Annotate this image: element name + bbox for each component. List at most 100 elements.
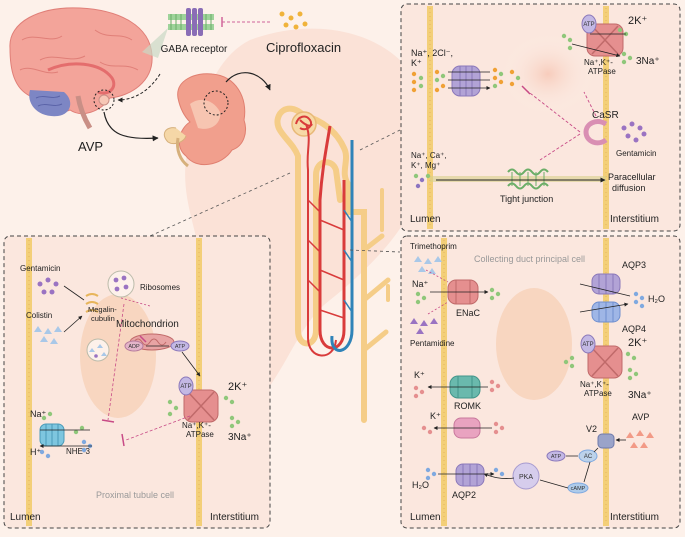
cd-na-label: Na⁺	[412, 279, 429, 289]
aqp2-label: AQP2	[452, 490, 476, 500]
aqp4-channel-icon	[591, 301, 621, 323]
pt-2k-label: 2K⁺	[228, 381, 247, 393]
kidney-to-nephron-arrow	[225, 72, 271, 91]
adp-label: ADP	[128, 344, 140, 350]
tal-atpase-dots	[561, 27, 633, 65]
pentamidine-label: Pentamidine	[410, 339, 455, 348]
tal-atpase-arrows	[571, 33, 626, 56]
enac-inhibition-lines	[425, 269, 449, 315]
nephron-highlight-circle	[203, 90, 229, 116]
romk-k-label: K⁺	[414, 370, 425, 380]
trimethoprim-label: Trimethoprim	[410, 242, 457, 251]
cd-na-k-atpase-icon	[580, 334, 623, 379]
enac-dots	[415, 287, 501, 305]
colistin-label: Colistin	[26, 311, 52, 320]
mitochondrion-label: Mitochondrion	[116, 319, 179, 330]
k-channel-dots	[421, 421, 505, 435]
casr-inhibition-lines	[525, 89, 597, 161]
nhe3-exchange-arrows	[40, 429, 92, 446]
proximal-tubule-cell-label: Proximal tubule cell	[96, 490, 174, 500]
tal-na-k-atpase-icon	[581, 14, 624, 57]
cd-atp-molecule-icon	[546, 450, 566, 462]
aqp4-label: AQP4	[622, 324, 646, 334]
megalin-line2: cubulin	[91, 314, 115, 323]
nkcc2-transport-arrows	[448, 71, 490, 88]
cd-h2o-label: H₂O	[412, 480, 429, 490]
gaba-receptor-label: GABA receptor	[161, 44, 228, 55]
panel-collecting-duct	[400, 235, 681, 529]
pt-na-label: Na⁺	[30, 409, 47, 419]
pka-label: PKA	[519, 474, 533, 481]
tal-atpase-line1: Na⁺,K⁺-	[584, 58, 613, 67]
cd-atpase-line1: Na⁺,K⁺-	[580, 380, 609, 389]
para-ions-line2: K⁺, Mg⁺	[411, 161, 440, 170]
para-ion-dots	[413, 173, 431, 189]
cd-atp-label: ATP	[582, 342, 593, 348]
ciprofloxacin-molecules-icon	[279, 11, 308, 30]
v2-signaling-arrows	[484, 447, 599, 489]
pt-atpase-line1: Na⁺,K⁺-	[182, 421, 211, 430]
cd-interstitium-label: Interstitium	[610, 512, 659, 523]
cd-atp-molecule-label: ATP	[551, 454, 562, 460]
romk-label: ROMK	[454, 401, 481, 411]
panel-thick-ascending-limb	[400, 3, 681, 232]
nhe3-exchanger-icon	[39, 423, 65, 447]
pka-enzyme-icon	[512, 462, 540, 490]
pt-na-k-atpase-icon	[178, 376, 219, 423]
zoom-connector-lines	[149, 129, 401, 253]
paracellular-line2: diffusion	[612, 183, 645, 193]
tal-atpase-line2: ATPase	[588, 67, 616, 76]
tal-gentamicin-molecules-icon	[621, 121, 647, 143]
adp-molecule-icon	[124, 340, 144, 352]
tal-ions-line2: K⁺	[411, 58, 422, 68]
avp-main-label: AVP	[78, 139, 103, 154]
pt-atpase-dots	[167, 395, 241, 429]
tal-2k-label: 2K⁺	[628, 15, 647, 27]
aqp-water-arrows	[579, 283, 630, 313]
pt-atp-molecule-icon	[170, 340, 190, 352]
pituitary-highlight-circle	[93, 89, 115, 111]
pt-gentamicin-molecules-icon	[37, 277, 59, 295]
aqp3-label: AQP3	[622, 260, 646, 270]
aqp3-channel-icon	[591, 273, 621, 295]
pt-atp-label: ATP	[175, 344, 186, 350]
atp-production-arrows	[146, 345, 200, 376]
pt-interstitium-label: Interstitium	[210, 512, 259, 523]
nkcc2-cotransporter-icon	[451, 65, 481, 97]
v2-receptor-icon	[597, 433, 615, 449]
pt-gentamicin-label: Gentamicin	[20, 264, 60, 273]
romk-dots	[413, 379, 501, 399]
avp-molecules-icon	[626, 430, 654, 448]
tal-gentamicin-label: Gentamicin	[616, 149, 656, 158]
tight-junction-label: Tight junction	[500, 194, 553, 204]
tal-ions-line1: Na⁺, 2Cl⁻,	[411, 48, 453, 58]
megalin-line1: Megalin-	[88, 305, 117, 314]
pt-h-label: H⁺	[30, 447, 41, 457]
ac-enzyme-icon	[578, 449, 598, 463]
mito-inhibition-bar-icon	[139, 335, 147, 343]
cd-lumen-label: Lumen	[410, 512, 441, 523]
cd-3na-label: 3Na⁺	[628, 390, 652, 401]
tal-interstitium-label: Interstitium	[610, 214, 659, 225]
collecting-duct-cell-label: Collecting duct principal cell	[474, 254, 585, 264]
endosome-vesicle-icon	[86, 338, 110, 362]
avp-release-arrow	[103, 111, 159, 142]
megalin-cubulin-icon	[85, 293, 99, 313]
nhe3-inhibition-bar-icon	[101, 419, 115, 423]
k-channel-k-label: K⁺	[430, 411, 441, 421]
tal-3na-label: 3Na⁺	[636, 56, 660, 67]
gaba-receptor-icon	[168, 8, 214, 36]
pt-atpase-atp-label: ATP	[180, 384, 191, 390]
water-molecules-icon	[633, 291, 645, 309]
pt-atpase-inhibition-bar-icon	[121, 433, 125, 447]
pt-inhibition-lines	[107, 303, 191, 441]
ribosome-link-line	[120, 297, 151, 307]
ribosome-vesicle-icon	[107, 270, 135, 298]
casr-inhibition-bar-icon	[521, 85, 531, 95]
tal-lumen-label: Lumen	[410, 214, 441, 225]
enac-label: ENaC	[456, 308, 481, 318]
pentamidine-molecules-icon	[410, 318, 438, 334]
panel-proximal-tubule	[3, 235, 271, 529]
